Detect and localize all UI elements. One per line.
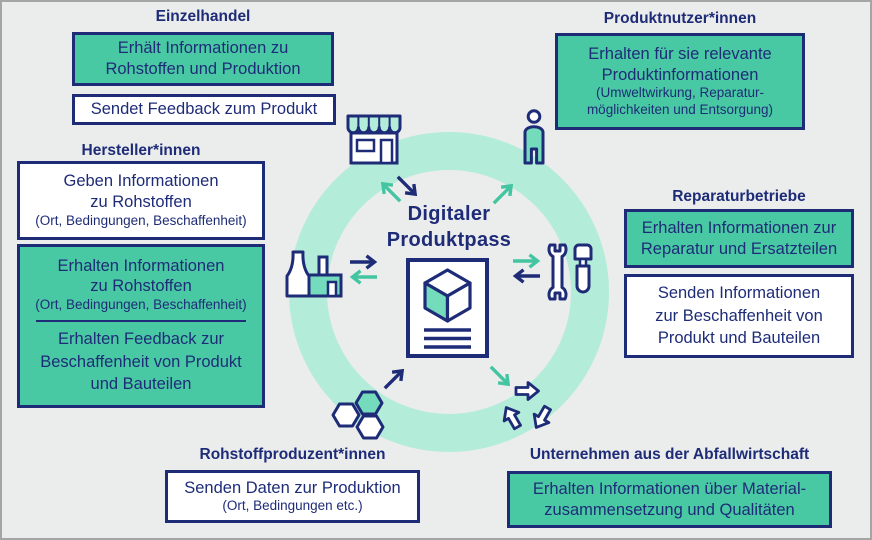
hersteller-receive-part1: Erhalten Informationen zu Rohstoffen (Or…: [35, 256, 246, 314]
hersteller-send-box: Geben Informationen zu Rohstoffen (Ort, …: [17, 161, 265, 240]
box-text-subline: (Ort, Bedingungen etc.): [222, 498, 363, 514]
reparaturbetriebe-title: Reparaturbetriebe: [672, 188, 806, 205]
einzelhandel-send-box: Sendet Feedback zum Produkt: [72, 94, 336, 125]
recycle-icon: [496, 379, 558, 444]
rohstoffproduzenten-send-box: Senden Daten zur Produktion (Ort, Beding…: [165, 470, 420, 523]
box-text-line: Reparatur und Ersatzteilen: [640, 239, 838, 258]
box-text-line: zu Rohstoffen: [90, 277, 192, 296]
box-text-line: zusammensetzung und Qualitäten: [544, 500, 795, 519]
box-text-subline: (Ort, Bedingungen, Beschaffenheit): [35, 297, 247, 313]
box-text-line: zur Beschaffenheit von: [655, 306, 823, 325]
abfallwirtschaft-receive-box: Erhalten Informationen über Material- zu…: [507, 471, 832, 528]
box-text-line: Produkt und Bauteilen: [657, 329, 821, 348]
rohstoffproduzenten-title: Rohstoffproduzent*innen: [199, 446, 386, 463]
produktnutzer-receive-box: Erhalten für sie relevante Produktinform…: [555, 33, 805, 130]
box-text-line: zu Rohstoffen: [90, 193, 192, 212]
hersteller-receive-box: Erhalten Informationen zu Rohstoffen (Or…: [17, 244, 265, 408]
box-text-subline: (Ort, Bedingungen, Beschaffenheit): [35, 212, 247, 228]
hersteller-receive-part2: Erhalten Feedback zur Beschaffenheit von…: [40, 328, 242, 396]
box-text-line: Erhalten Informationen: [57, 256, 225, 275]
einzelhandel-title: Einzelhandel: [155, 8, 251, 25]
box-text-subline: (Umweltwirkung, Reparatur-: [595, 85, 765, 101]
reparaturbetriebe-send-box: Senden Informationen zur Beschaffenheit …: [624, 274, 854, 358]
abfallwirtschaft-title: Unternehmen aus der Abfallwirtschaft: [529, 446, 810, 463]
user-receive-arrow-icon: [487, 178, 520, 211]
store-icon: [343, 113, 405, 172]
box-text-line: und Bauteilen: [90, 375, 192, 394]
manufacturer-receive-arrow-icon: [349, 269, 379, 285]
box-text-line: Erhalten Informationen über Material-: [532, 479, 807, 498]
document-cube-icon: [406, 258, 489, 363]
box-text-line: Beschaffenheit von Produkt: [40, 352, 242, 371]
box-text-line: Erhalten Informationen zur: [641, 218, 837, 237]
store-receive-arrow-icon: [375, 176, 408, 209]
box-divider: [36, 319, 246, 322]
waste-receive-arrow-icon: [484, 360, 517, 393]
box-text-line: Erhält Informationen zu: [117, 39, 289, 58]
box-text-line: Geben Informationen: [63, 172, 219, 191]
manufacturer-send-arrow-icon: [348, 254, 378, 270]
box-text-line: Erhalten für sie relevante: [588, 45, 772, 63]
factory-icon: [281, 249, 345, 304]
center-title-line1: Digitaler: [407, 203, 491, 225]
person-icon: [519, 109, 549, 172]
wrench-screwdriver-icon: [544, 243, 596, 308]
produktnutzer-title: Produktnutzer*innen: [603, 10, 757, 27]
einzelhandel-receive-box: Erhält Informationen zu Rohstoffen und P…: [72, 32, 334, 86]
box-text-line: Senden Daten zur Produktion: [184, 478, 401, 497]
hersteller-title: Hersteller*innen: [81, 142, 201, 159]
repair-receive-arrow-icon: [511, 253, 541, 269]
center-title-line2: Produktpass: [386, 228, 512, 251]
hexagons-icon: [330, 388, 388, 447]
box-text-line: Rohstoffen und Produktion: [105, 60, 301, 78]
box-text-line: Erhalten Feedback zur: [57, 329, 224, 348]
box-text-line: Produktinformationen: [601, 65, 759, 84]
box-text-line: Sendet Feedback zum Produkt: [90, 100, 318, 119]
box-text-subline: möglichkeiten und Entsorgung): [586, 102, 774, 118]
reparaturbetriebe-receive-box: Erhalten Informationen zur Reparatur und…: [624, 209, 854, 268]
box-text-line: Senden Informationen: [657, 283, 821, 302]
repair-send-arrow-icon: [512, 268, 542, 284]
store-send-arrow-icon: [391, 170, 424, 203]
rawmaterial-send-arrow-icon: [378, 363, 411, 396]
center-title: Digitaler Produktpass: [359, 202, 539, 253]
